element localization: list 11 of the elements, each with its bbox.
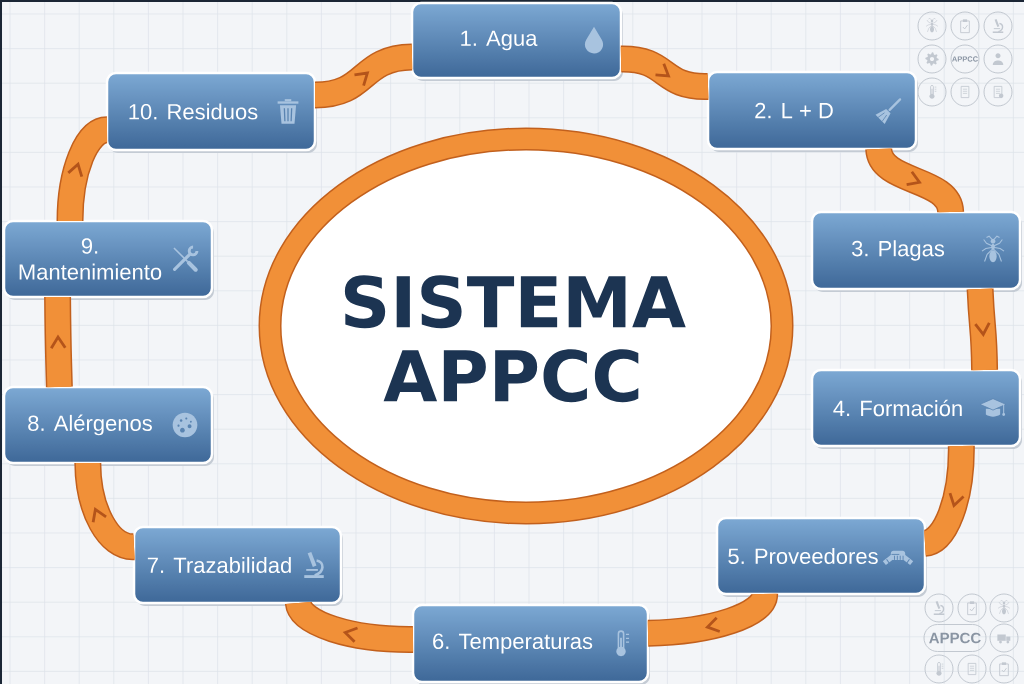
- badge: APPCC: [923, 624, 987, 652]
- step-box: 8. Alérgenos: [2, 385, 214, 466]
- step-box: 9. Mantenimiento: [2, 219, 214, 300]
- step-box: 1. Agua: [410, 1, 623, 81]
- step-box: 3. Plagas: [810, 210, 1022, 292]
- step-box: 7. Trazabilidad: [132, 525, 343, 606]
- step-box: 4. Formación: [810, 368, 1022, 449]
- step-box: 10. Residuos: [105, 71, 317, 153]
- step-box: 5. Proveedores: [715, 516, 927, 597]
- step-box: 2. L + D: [706, 70, 918, 152]
- step-box: 6. Temperaturas: [411, 603, 650, 684]
